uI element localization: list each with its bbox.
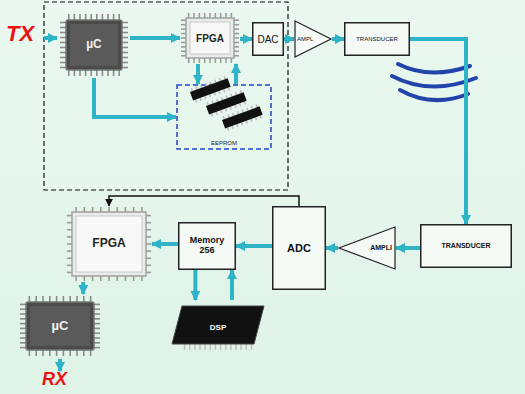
node-label: FPGA — [92, 237, 125, 250]
process-box: TRANSDUCER — [420, 224, 512, 268]
node-label: TRANSDUCER — [356, 36, 398, 43]
signal-arrow — [81, 282, 85, 294]
node-label: EEPROM — [211, 140, 237, 147]
node-label: AMPL — [297, 36, 313, 43]
signal-arrow — [152, 242, 178, 246]
signal-label: RX — [42, 370, 67, 390]
process-box: DAC — [252, 22, 284, 56]
signal-label: TX — [6, 22, 34, 46]
node-label: µC — [52, 319, 69, 333]
chip-node: DSP — [168, 300, 268, 356]
chip-node: µC — [58, 12, 130, 78]
signal-arrow — [240, 37, 252, 41]
signal-arrow — [130, 36, 180, 40]
signal-arrow — [94, 78, 176, 117]
eeprom-outline — [176, 84, 272, 150]
node-label: DAC — [257, 34, 278, 45]
signal-arrow — [230, 270, 234, 300]
signal-arrow — [109, 196, 299, 206]
chip-node: FPGA — [180, 12, 240, 64]
signal-arrow — [236, 244, 272, 248]
signal-arrow — [196, 64, 200, 84]
node-label: Memory 256 — [184, 236, 230, 256]
signal-arrow — [332, 37, 344, 41]
signal-arrow — [193, 270, 197, 300]
sound-waves — [392, 64, 476, 100]
process-box: Memory 256 — [178, 222, 236, 270]
tx-input-arrow — [44, 36, 57, 40]
node-label: ADC — [287, 242, 311, 254]
node-label: AMPLI — [370, 244, 392, 252]
amplifier-triangle: AMPLI — [338, 226, 396, 270]
chip-node: µC — [18, 294, 102, 358]
signal-arrow — [410, 39, 466, 224]
process-box: ADC — [272, 206, 326, 290]
signal-arrow — [234, 64, 238, 84]
node-label: µC — [86, 38, 102, 51]
tx-board-outline — [44, 2, 288, 190]
signal-arrow — [284, 37, 294, 41]
process-box: TRANSDUCER — [344, 22, 410, 56]
memory-group: EEPROM — [176, 84, 272, 150]
signal-arrow — [396, 246, 420, 250]
node-label: FPGA — [196, 33, 224, 44]
chip-node: FPGA — [66, 206, 152, 282]
node-label: TRANSDUCER — [442, 242, 491, 250]
amplifier-triangle: AMPL — [294, 20, 332, 58]
node-label: DSP — [210, 324, 226, 333]
signal-arrow — [326, 246, 338, 250]
